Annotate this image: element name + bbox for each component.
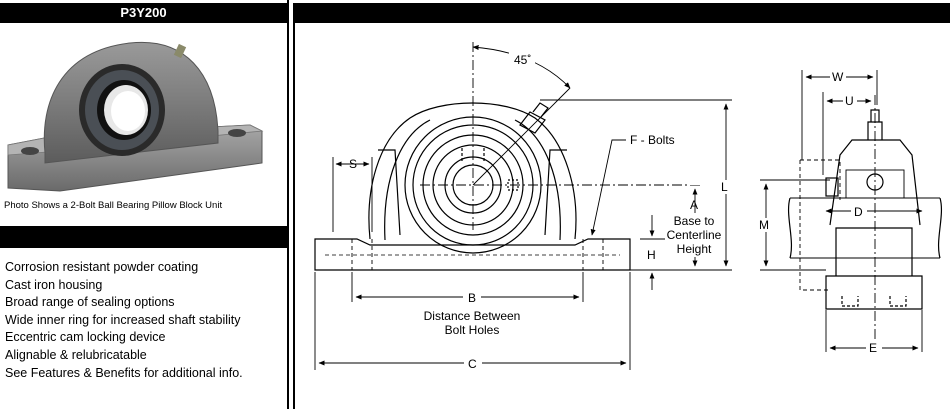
product-code-header: P3Y200 [0, 3, 287, 23]
label-c: C [468, 357, 477, 371]
label-u: U [845, 94, 854, 108]
feature-item: Eccentric cam locking device [5, 330, 166, 345]
label-a-desc-3: Height [677, 242, 712, 256]
feature-item: Cast iron housing [5, 277, 103, 292]
drawing-header-bar [293, 3, 950, 23]
feature-item: Broad range of sealing options [5, 295, 175, 310]
left-panel: P3Y200 [0, 0, 289, 409]
pillow-block-photo-image [7, 41, 264, 192]
label-e: E [869, 341, 877, 355]
label-b-desc-1: Distance Between [424, 309, 521, 323]
drawing-panel: 45˚ S F - Bolts A Base to Centerline Hei… [293, 0, 950, 409]
feature-item: Wide inner ring for increased shaft stab… [5, 312, 241, 327]
front-housing-outline [368, 102, 577, 240]
label-w: W [832, 70, 844, 84]
label-f-bolts: F - Bolts [630, 133, 675, 147]
label-b: B [468, 291, 476, 305]
feature-item: Corrosion resistant powder coating [5, 260, 199, 274]
label-a: A [690, 198, 698, 212]
features-header-bar [0, 226, 287, 248]
label-45-degree: 45˚ [514, 53, 531, 67]
drawing-left-border [293, 3, 295, 409]
label-d: D [854, 205, 863, 219]
label-a-desc-1: Base to [674, 214, 715, 228]
front-base-outline [314, 238, 631, 271]
feature-item: Alignable & relubricatable [5, 347, 147, 362]
label-h: H [647, 248, 656, 262]
label-b-desc-2: Bolt Holes [445, 323, 500, 337]
label-s: S [349, 157, 357, 171]
label-m: M [759, 218, 769, 232]
dimension-drawing: 45˚ S F - Bolts A Base to Centerline Hei… [314, 42, 943, 371]
side-housing-outline [829, 139, 921, 226]
features-list: Corrosion resistant powder coating Cast … [5, 259, 243, 382]
label-l: L [721, 180, 728, 194]
product-photo [0, 23, 287, 216]
photo-caption: Photo Shows a 2-Bolt Ball Bearing Pillow… [4, 200, 223, 211]
feature-item: See Features & Benefits for additional i… [5, 365, 243, 380]
label-a-desc-2: Centerline [667, 228, 722, 242]
